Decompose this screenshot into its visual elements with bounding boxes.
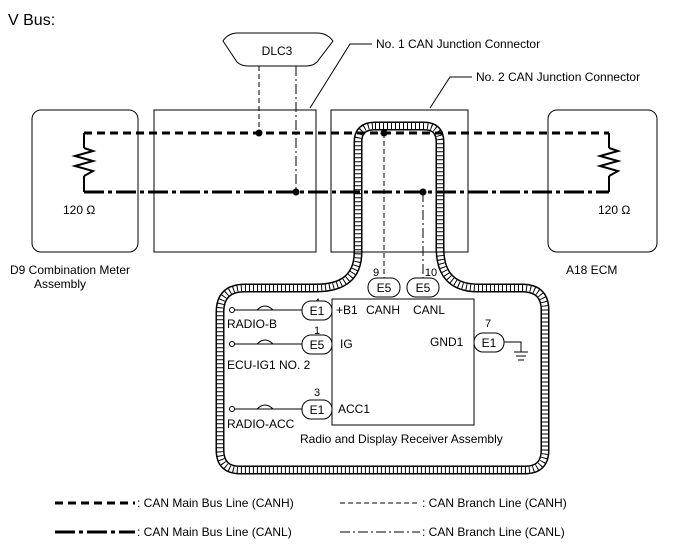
canh-pin-number: 9 [373, 267, 379, 279]
legend-branch-canh: : CAN Branch Line (CANH) [422, 496, 567, 510]
acc-pin-number: 3 [314, 387, 320, 399]
receiver-box [331, 298, 475, 426]
dlc3-connector [222, 32, 334, 67]
ecm-resistor [596, 147, 622, 177]
ecm-resistor-value: 120 Ω [598, 203, 630, 217]
no2-junction-leader [429, 76, 472, 109]
combination-meter-box [31, 109, 139, 253]
b1-terminal-label: +B1 [336, 303, 358, 317]
meter-resistor [71, 147, 97, 177]
canl-connector-code: E5 [416, 281, 431, 295]
b1-connector [301, 300, 333, 321]
no2-junction-label: No. 2 CAN Junction Connector [476, 70, 640, 84]
combination-meter-label-2: Assembly [34, 277, 86, 291]
b1-fuse [256, 305, 274, 311]
junction-dot [255, 129, 263, 137]
canh-terminal-label: CANH [366, 303, 400, 317]
no2-junction-box [330, 109, 469, 253]
gnd-wire [504, 341, 522, 352]
ig-fuse-label: ECU-IG1 NO. 2 [227, 358, 311, 372]
legend-main-canl: : CAN Main Bus Line (CANL) [137, 525, 292, 539]
no1-junction-leader [309, 43, 372, 109]
canh-connector-code: E5 [377, 281, 392, 295]
ecm-box [547, 109, 658, 253]
receiver-name: Radio and Display Receiver Assembly [300, 432, 503, 446]
canl-pin-number: 10 [425, 267, 437, 279]
gnd-pin-number: 7 [485, 318, 491, 330]
ig-terminal [229, 341, 235, 347]
shield-outline-hatch [217, 123, 548, 473]
legend-branch-canl: : CAN Branch Line (CANL) [422, 525, 565, 539]
ig-terminal-label: IG [340, 337, 353, 351]
combination-meter-label: D9 Combination Meter [10, 263, 130, 277]
b1-terminal [229, 307, 235, 313]
ig-connector-code: E5 [310, 338, 325, 352]
acc-connector-code: E1 [310, 403, 325, 417]
ig-fuse [256, 339, 274, 345]
ecm-label: A18 ECM [566, 263, 617, 277]
legend-main-canh: : CAN Main Bus Line (CANH) [137, 496, 294, 510]
acc-fuse [256, 404, 274, 410]
junction-dot [292, 188, 300, 196]
gnd-terminal-label: GND1 [430, 335, 464, 349]
no1-junction-box [153, 109, 317, 253]
b1-connector-code: E1 [310, 304, 325, 318]
dlc3-label: DLC3 [262, 44, 293, 58]
meter-resistor-value: 120 Ω [63, 203, 95, 217]
acc-connector [301, 399, 333, 420]
acc-fuse-label: RADIO-ACC [227, 417, 295, 431]
acc-terminal [229, 406, 235, 412]
acc-terminal-label: ACC1 [338, 402, 370, 416]
no1-junction-label: No. 1 CAN Junction Connector [376, 37, 540, 51]
diagram-title: V Bus: [8, 12, 55, 29]
ig-pin-number: 1 [314, 325, 320, 337]
canl-connector [406, 277, 440, 298]
gnd-connector-code: E1 [482, 336, 497, 350]
ig-connector [301, 334, 333, 355]
canl-terminal-label: CANL [413, 303, 445, 317]
canh-connector [367, 277, 401, 298]
b1-fuse-label: RADIO-B [227, 317, 277, 331]
